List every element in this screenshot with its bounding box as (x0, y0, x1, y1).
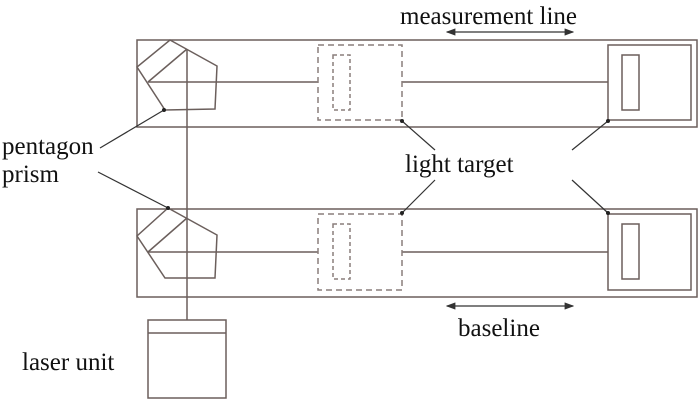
target-box-bottom-right (607, 213, 692, 291)
measurement-rail (136, 39, 698, 128)
light-target-label: light target (405, 151, 514, 178)
baseline-rail (136, 208, 698, 298)
pentagon-prism-top (136, 39, 218, 111)
laser-unit-label: laser unit (22, 349, 115, 376)
pentagon-prism-label-1: pentagon (2, 133, 94, 160)
light-target-top-movable (317, 44, 403, 121)
measurement-line-label: measurement line (400, 3, 578, 30)
target-box-top-right (607, 44, 692, 121)
laser-unit-box (147, 319, 227, 399)
pentagon-prism-label-2: prism (2, 161, 59, 188)
light-target-bottom-movable (317, 213, 403, 291)
baseline-label: baseline (458, 315, 540, 342)
pentagon-prism-bottom (136, 207, 218, 279)
